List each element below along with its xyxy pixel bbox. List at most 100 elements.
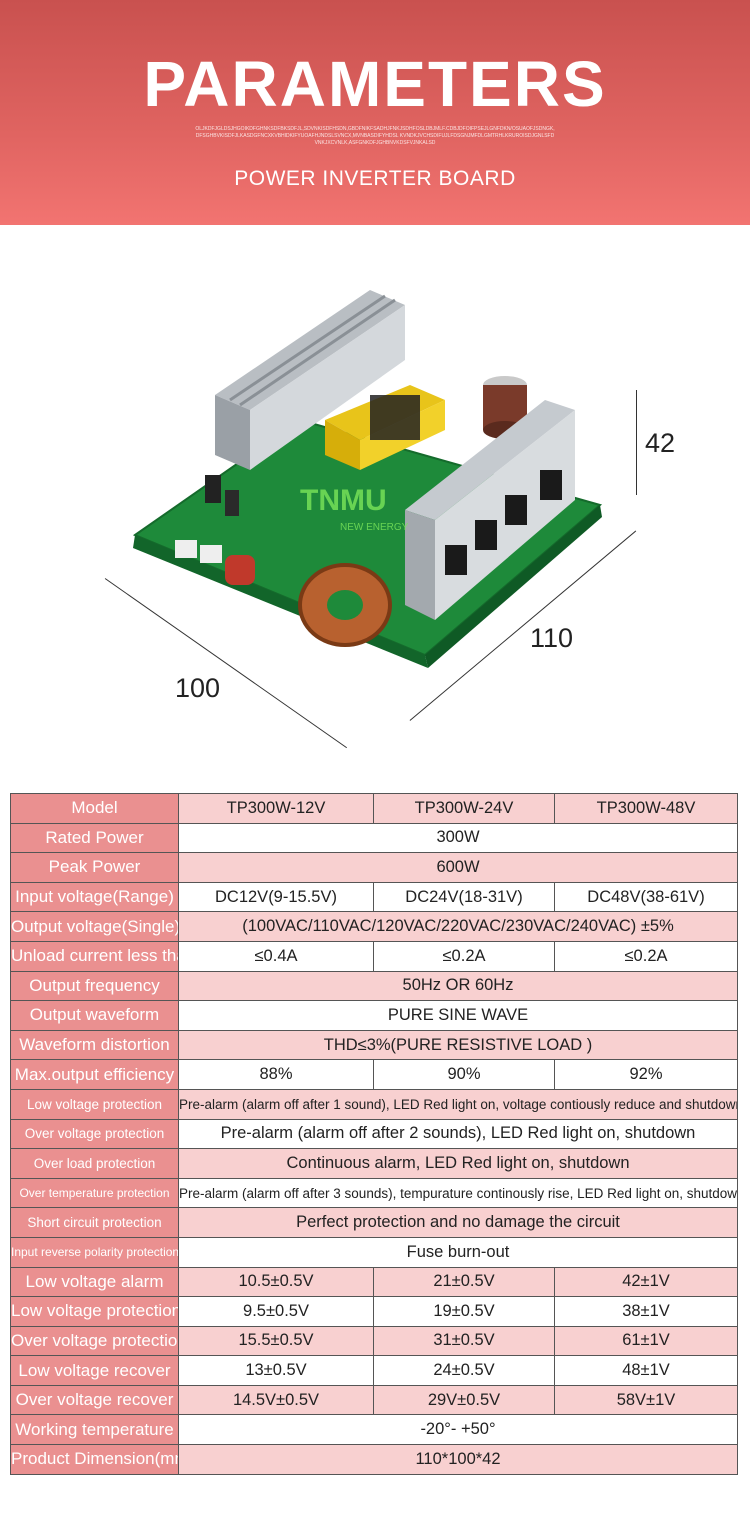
table-row: Output voltage(Single)(100VAC/110VAC/120… [10,911,738,942]
row-value: 300W [178,822,738,854]
row-value: 14.5V±0.5V [178,1384,374,1416]
svg-text:TNMU: TNMU [300,484,387,517]
row-value: 21±0.5V [373,1266,555,1298]
row-value: 10.5±0.5V [178,1266,374,1298]
row-label: Over temperature protection [10,1177,179,1209]
row-label: Model [10,793,179,824]
row-value: 13±0.5V [178,1355,374,1386]
height-dimension-line [636,390,638,495]
row-label: Unload current less than [10,940,179,972]
decorative-filler-text: OLJKDFJGLDSJHGOIKDFGHNKSDFBKSDFJL,SDVNKI… [195,126,555,146]
row-label: Short circuit protection [10,1207,179,1238]
row-value: 58V±1V [554,1384,738,1416]
row-label: Rated Power [10,822,179,854]
row-label: Product Dimension(mm) [10,1444,179,1475]
row-value: 9.5±0.5V [178,1296,374,1327]
svg-text:NEW ENERGY: NEW ENERGY [340,522,409,533]
row-value: 29V±0.5V [373,1384,555,1416]
row-value: Fuse burn-out [178,1236,738,1268]
row-value: 600W [178,852,738,883]
row-value: 38±1V [554,1296,738,1327]
row-label: Output frequency [10,970,179,1002]
row-label: Low voltage protection [10,1296,179,1327]
table-row: Working temperature-20°- +50° [10,1414,738,1446]
row-value: Pre-alarm (alarm off after 2 sounds), LE… [178,1118,738,1150]
row-label: Input reverse polarity protection [10,1236,179,1268]
row-value: (100VAC/110VAC/120VAC/220VAC/230VAC/240V… [178,911,738,942]
row-value: 92% [554,1059,738,1090]
product-illustration: TNMU NEW ENERGY 42 110 100 [0,225,750,785]
row-value: 90% [373,1059,555,1090]
row-value: -20°- +50° [178,1414,738,1446]
row-label: Over voltage protection [10,1118,179,1150]
row-label: Output voltage(Single) [10,911,179,942]
row-label: Output waveform [10,1000,179,1031]
row-value: 61±1V [554,1325,738,1357]
table-row: Unload current less than≤0.4A≤0.2A≤0.2A [10,940,738,972]
row-label: Peak Power [10,852,179,883]
dimension-length: 110 [530,623,574,653]
row-value: 42±1V [554,1266,738,1298]
row-label: Over voltage recover [10,1384,179,1416]
row-label: Low voltage alarm [10,1266,179,1298]
row-value: TP300W-12V [178,793,374,824]
inverter-board-image: TNMU NEW ENERGY [132,290,603,668]
row-value: 19±0.5V [373,1296,555,1327]
row-value: DC12V(9-15.5V) [178,881,374,913]
row-value: ≤0.4A [178,940,374,972]
table-row: Product Dimension(mm)110*100*42 [10,1444,738,1475]
row-value: ≤0.2A [554,940,738,972]
page-title: PARAMETERS [143,48,607,120]
row-value: 15.5±0.5V [178,1325,374,1357]
row-value: 110*100*42 [178,1444,738,1475]
row-value: 88% [178,1059,374,1090]
table-row: Input voltage(Range)DC12V(9-15.5V)DC24V(… [10,881,738,913]
row-value: DC24V(18-31V) [373,881,555,913]
row-value: THD≤3%(PURE RESISTIVE LOAD ) [178,1029,738,1061]
page-subtitle: POWER INVERTER BOARD [234,167,516,190]
row-value: Continuous alarm, LED Red light on, shut… [178,1148,738,1179]
row-value: 24±0.5V [373,1355,555,1386]
row-value: DC48V(38-61V) [554,881,738,913]
row-value: ≤0.2A [373,940,555,972]
row-label: Over load protection [10,1148,179,1179]
row-label: Waveform distortion [10,1029,179,1061]
row-label: Low voltage protection [10,1088,179,1120]
row-value: 31±0.5V [373,1325,555,1357]
row-value: PURE SINE WAVE [178,1000,738,1031]
row-label: Working temperature [10,1414,179,1446]
row-value: Pre-alarm (alarm off after 1 sound), LED… [178,1088,738,1120]
row-label: Input voltage(Range) [10,881,179,913]
row-label: Max.output efficiency [10,1059,179,1090]
dimension-height: 42 [645,428,676,458]
dimension-width: 100 [175,673,221,703]
row-value: Pre-alarm (alarm off after 3 sounds), te… [178,1177,738,1209]
row-value: 50Hz OR 60Hz [178,970,738,1002]
row-value: 48±1V [554,1355,738,1386]
row-value: Perfect protection and no damage the cir… [178,1207,738,1238]
row-label: Over voltage protection [10,1325,179,1357]
row-value: TP300W-24V [373,793,555,824]
header-banner: PARAMETERS OLJKDFJGLDSJHGOIKDFGHNKSDFBKS… [0,0,750,225]
row-value: TP300W-48V [554,793,738,824]
row-label: Low voltage recover [10,1355,179,1386]
